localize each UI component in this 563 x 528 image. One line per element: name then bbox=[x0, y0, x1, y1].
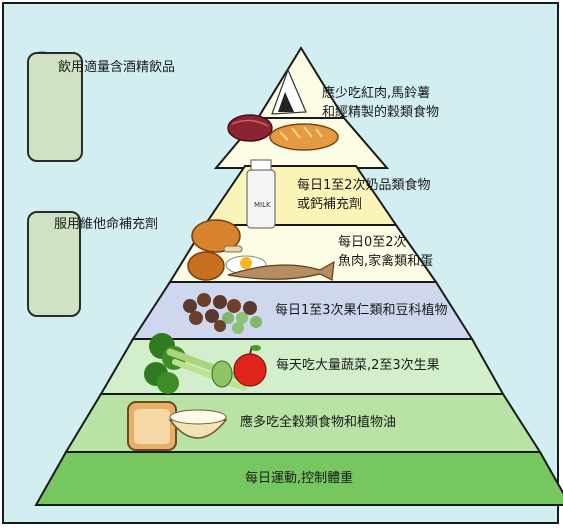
steak-icon bbox=[227, 114, 273, 142]
level-dairy-text: 每日1至2次奶品類食物 或鈣補充劑 bbox=[297, 178, 431, 212]
alcohol-note-card bbox=[27, 52, 83, 162]
side-note-alcohol: 飲用適量含酒精飲品 bbox=[58, 60, 176, 75]
roast-chicken-icon bbox=[187, 219, 243, 281]
rice-bowl-icon bbox=[168, 409, 228, 439]
level-exercise-text: 每日運動,控制體重 bbox=[245, 471, 354, 486]
fish-icon bbox=[227, 260, 335, 281]
svg-text:MILK: MILK bbox=[254, 201, 271, 209]
vitamin-note-card bbox=[27, 211, 81, 317]
level-red-meat-text: 應少吃紅肉,馬鈴薯 和經精製的穀類食物 bbox=[322, 86, 440, 120]
milk-bottle-icon: MILK bbox=[246, 159, 276, 229]
level-vegetables-text: 每天吃大量蔬菜,2至3次生果 bbox=[276, 358, 440, 373]
pyramid-level-exercise bbox=[34, 451, 563, 506]
level-grains-text: 應多吃全穀類食物和植物油 bbox=[240, 415, 397, 430]
rice-ball-icon bbox=[271, 68, 307, 115]
bread-loaf-icon bbox=[269, 123, 339, 151]
cucumber-icon bbox=[211, 360, 233, 388]
apple-icon bbox=[233, 345, 267, 387]
celery-icon bbox=[166, 348, 250, 391]
level-nuts-text: 每日1至3次果仁類和豆科植物 bbox=[275, 303, 448, 318]
level-fish-text: 每日0至2次 魚肉,家禽類和蛋 bbox=[338, 235, 434, 269]
beans-nuts-icon bbox=[183, 293, 262, 334]
bread-slice-icon bbox=[127, 401, 177, 451]
side-note-multivitamin: 服用維他命補充劑 bbox=[54, 217, 159, 232]
